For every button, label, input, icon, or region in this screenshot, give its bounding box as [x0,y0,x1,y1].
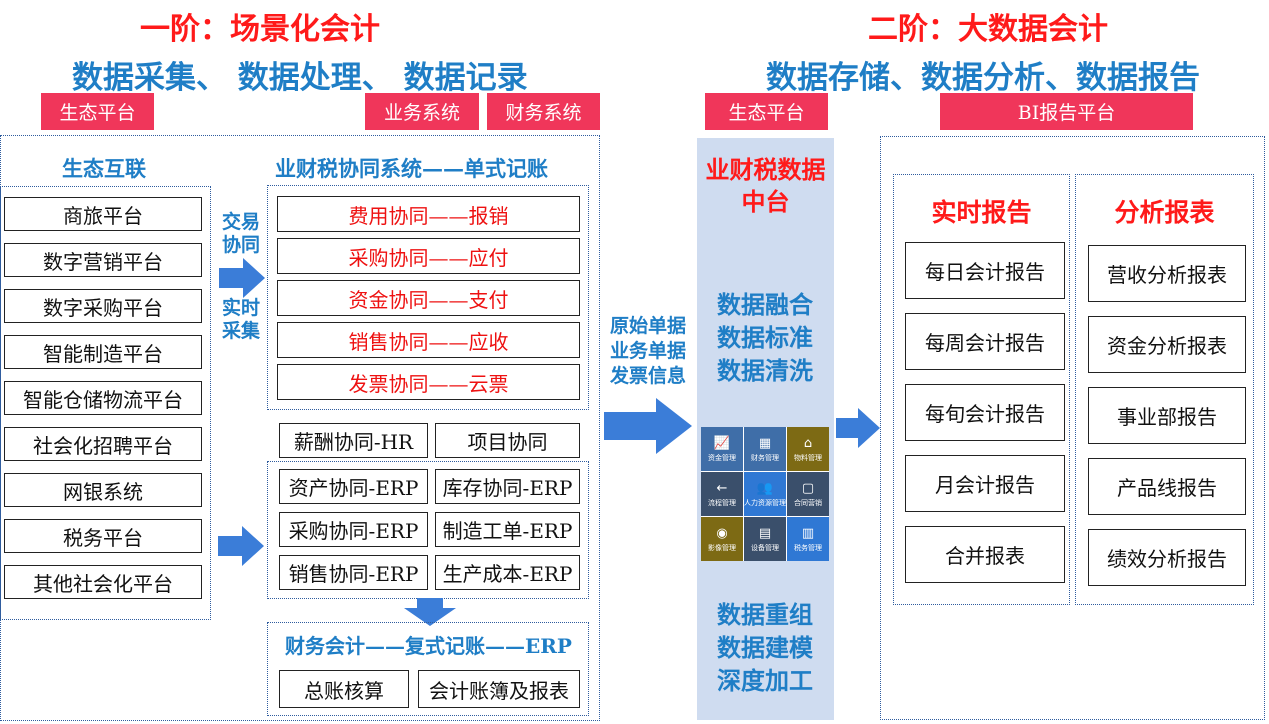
arrow-label-trade-collab: 交易协同 [221,211,260,256]
ecology-header: 生态互联 [62,156,146,181]
project-collab-item: 项目协同 [435,423,580,458]
erp-item: 生产成本-ERP [435,555,580,590]
stage-two-subtitle: 数据存储、数据分析、数据报告 [766,60,1200,96]
module-tile: ▤设备管理 [744,517,786,561]
chart-icon: 📈 [713,435,731,451]
source-data-label: 原始单据业务单据发票信息 [609,315,686,387]
collab-item: 销售协同——应收 [277,322,580,358]
module-tile: 📈资金管理 [701,427,743,471]
ledger-icon: ▦ [758,435,772,451]
right-arrow-icon [836,408,880,448]
ledger-item: 总账核算 [279,670,409,708]
device-icon: ▤ [758,525,772,541]
erp-item: 制造工单-ERP [435,512,580,547]
collab-item: 资金协同——支付 [277,280,580,316]
module-tile: ◉影像管理 [701,517,743,561]
stage-one-title: 一阶：场景化会计 [140,12,380,47]
ecology-item: 其他社会化平台 [4,565,202,599]
erp-item: 采购协同-ERP [279,512,428,547]
realtime-report-item: 月会计报告 [905,455,1065,512]
right-arrow-icon [218,526,264,566]
erp-item: 库存协同-ERP [435,469,580,504]
realtime-report-item: 每旬会计报告 [905,384,1065,441]
realtime-report-item: 每周会计报告 [905,313,1065,370]
ecology-item: 智能制造平台 [4,335,202,369]
stage-two-title: 二阶：大数据会计 [868,12,1108,47]
ecology-item: 税务平台 [4,519,202,553]
realtime-header: 实时报告 [931,198,1032,227]
accounting-frame [267,622,589,716]
ecology-item: 社会化招聘平台 [4,427,202,461]
realtime-report-item: 合并报表 [905,526,1065,583]
stage-two-frame [880,136,1265,720]
down-arrow-icon [404,598,456,626]
right-arrow-icon [604,398,692,454]
arrow-label-realtime-collect: 实时采集 [221,297,260,342]
collab-frame [267,185,589,410]
analysis-report-item: 事业部报告 [1088,387,1246,444]
ecology-item: 商旅平台 [4,197,202,231]
tag-finance-system: 财务系统 [487,93,600,130]
accounting-header: 财务会计——复式记账——ERP [285,634,572,658]
analysis-report-item: 绩效分析报告 [1088,529,1246,586]
tag-ecology-platform-mid: 生态平台 [705,93,828,130]
analysis-report-item: 资金分析报表 [1088,316,1246,373]
ledger-item: 会计账簿及报表 [418,670,580,708]
erp-item: 资产协同-ERP [279,469,428,504]
module-tile: ▥税务管理 [787,517,829,561]
hr-collab-item: 薪酬协同-HR [279,423,428,458]
module-tile: ▢合同营销 [787,472,829,516]
collab-item: 费用协同——报销 [277,196,580,232]
module-tile: ▦财务管理 [744,427,786,471]
tag-business-system: 业务系统 [365,93,479,130]
analysis-frame [1075,174,1254,605]
collab-item: 发票协同——云票 [277,364,580,400]
realtime-report-item: 每日会计报告 [905,242,1065,299]
ecology-item: 数字营销平台 [4,243,202,277]
middle-platform-header: 业财税数据中台 [705,155,826,216]
module-grid: 📈资金管理 ▦财务管理 ⌂物料管理 ←流程管理 👥人力资源管理 ▢合同营销 ◉影… [701,427,829,561]
middle-process-top: 数据融合数据标准数据清洗 [717,290,813,385]
collab-item: 采购协同——应付 [277,238,580,274]
camera-icon: ◉ [716,525,728,541]
tax-icon: ▥ [801,525,815,541]
right-arrow-icon [219,258,265,298]
ecology-item: 网银系统 [4,473,202,507]
realtime-frame [893,174,1070,605]
module-tile: ⌂物料管理 [787,427,829,471]
middle-process-bottom: 数据重组数据建模深度加工 [717,600,813,695]
stage-one-subtitle: 数据采集、 数据处理、 数据记录 [72,60,528,96]
erp-item: 销售协同-ERP [279,555,428,590]
ecology-item: 智能仓储物流平台 [4,381,202,415]
module-tile: 👥人力资源管理 [744,472,786,516]
collab-header: 业财税协同系统——单式记账 [275,156,548,181]
contract-icon: ▢ [801,480,815,496]
analysis-header: 分析报表 [1114,198,1215,227]
analysis-report-item: 产品线报告 [1088,458,1246,515]
ecology-frame [0,186,211,620]
tag-ecology-platform: 生态平台 [41,93,154,130]
flow-icon: ← [716,480,728,496]
people-icon: 👥 [756,480,774,496]
material-icon: ⌂ [803,435,813,451]
tag-bi-platform: BI报告平台 [940,93,1193,130]
analysis-report-item: 营收分析报表 [1088,245,1246,302]
module-tile: ←流程管理 [701,472,743,516]
ecology-item: 数字采购平台 [4,289,202,323]
